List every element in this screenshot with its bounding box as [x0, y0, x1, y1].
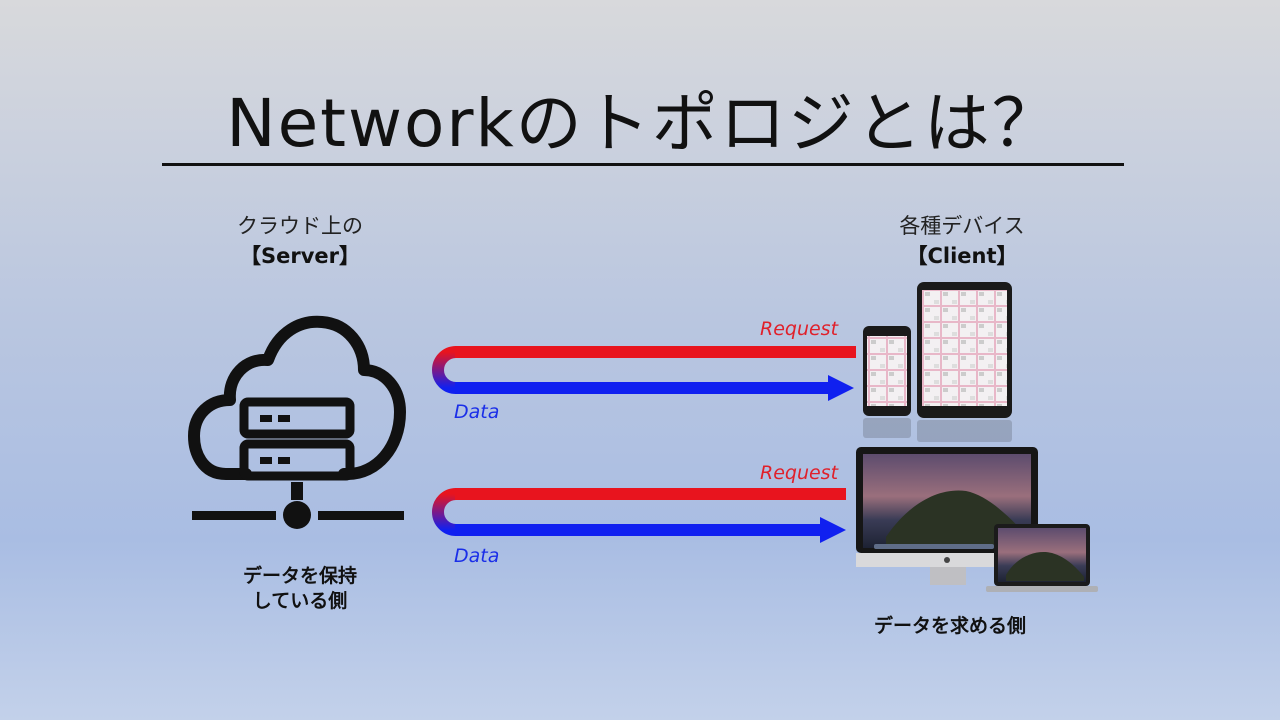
- flow-1-arrowhead: [828, 375, 854, 401]
- flow-2-turn: [432, 488, 457, 536]
- flow-2-arrowhead: [820, 517, 846, 543]
- tablet-screen: [922, 290, 1007, 406]
- server-caption-line-1: データを保持: [242, 565, 357, 587]
- flow-2-request-label: Request: [760, 462, 839, 484]
- server-role-label: 【Server】: [239, 244, 360, 268]
- flow-1-arrow: [432, 346, 856, 401]
- page-title: Networkのトポロジとは？: [226, 85, 1060, 162]
- server-sub-label: クラウド上の: [237, 214, 363, 238]
- flow-2-arrow: [432, 488, 846, 543]
- server-caption-line-2: している側: [252, 590, 348, 612]
- flow-1-turn: [432, 346, 457, 394]
- mobile-devices-image: [863, 282, 1012, 442]
- client-sub-label: 各種デバイス: [899, 214, 1025, 238]
- phone-screen: [867, 336, 907, 406]
- flow-1-data-label: Data: [454, 401, 500, 423]
- client-caption: データを求める側: [873, 615, 1026, 637]
- cloud-server-icon: [188, 315, 406, 529]
- computers-image: [856, 447, 1098, 592]
- flow-2-data-label: Data: [454, 545, 500, 567]
- title-underline: [162, 163, 1124, 166]
- client-role-label: 【Client】: [906, 244, 1018, 268]
- flow-1-request-label: Request: [760, 318, 839, 340]
